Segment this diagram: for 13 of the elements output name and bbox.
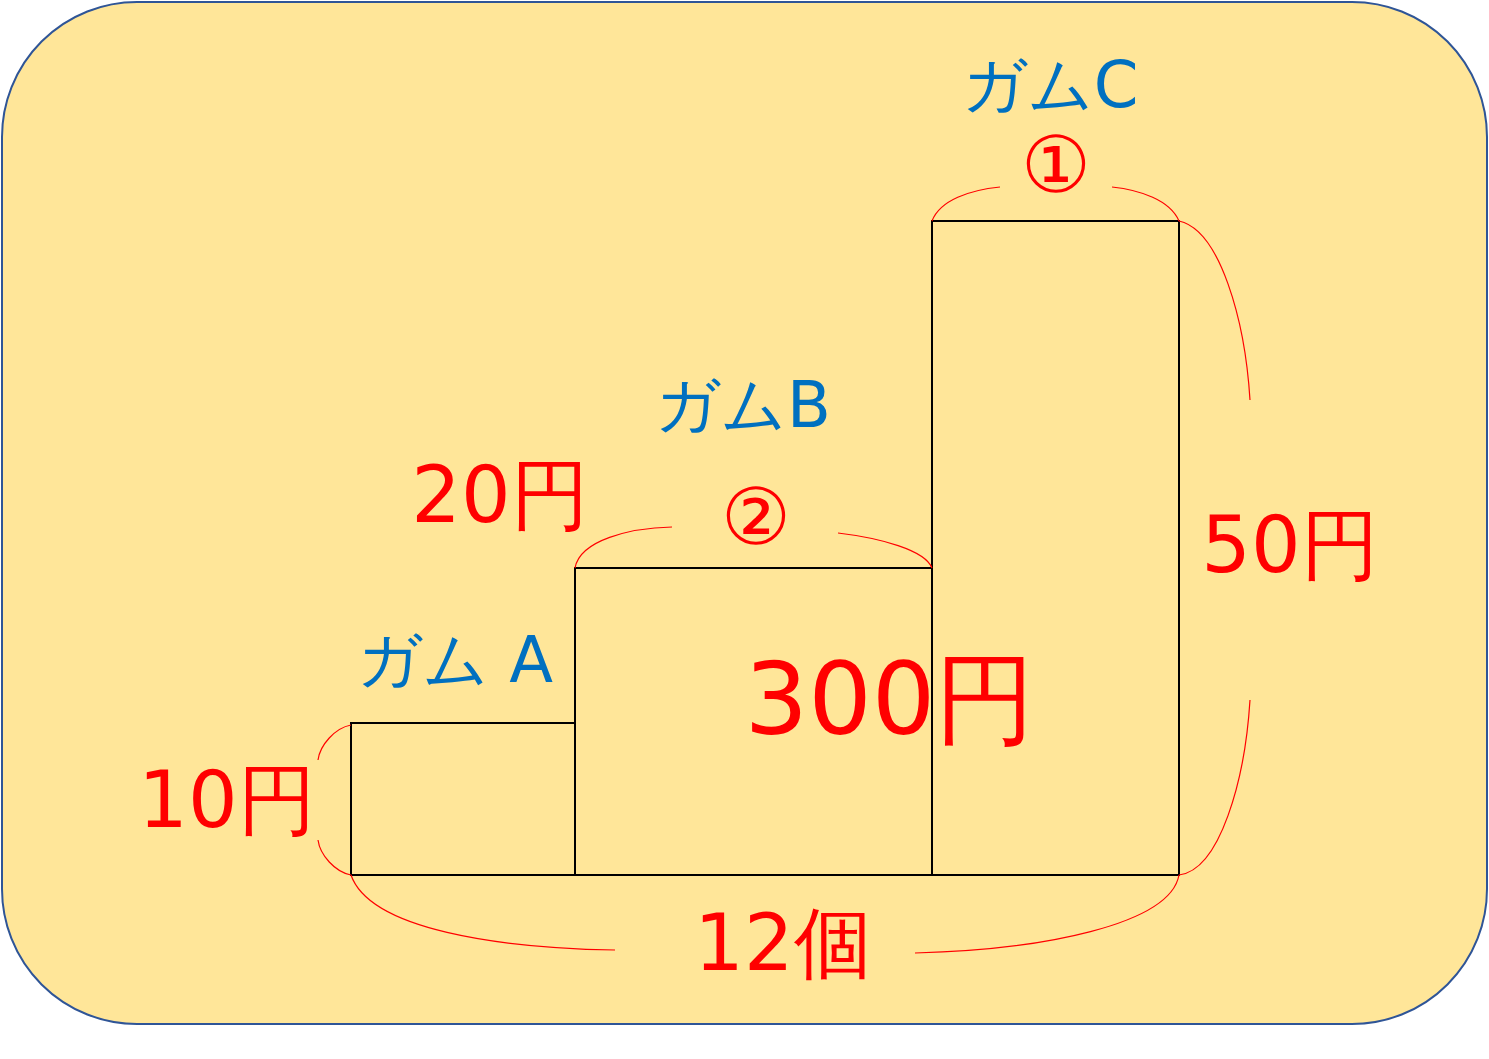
- bar-rectangle: [931, 220, 1180, 876]
- item-name: ガム A: [356, 628, 554, 692]
- unit-price: 50円: [1201, 506, 1379, 584]
- total-price: 300円: [744, 650, 1036, 750]
- unit-price: 10円: [138, 761, 316, 839]
- item-name: ガムB: [655, 373, 831, 437]
- bar-rectangle: [574, 567, 933, 876]
- item-name: ガムC: [961, 53, 1139, 117]
- bar-rectangle: [350, 722, 576, 876]
- step-number: ①: [1021, 126, 1091, 204]
- total-count: 12個: [694, 904, 872, 982]
- unit-price: 20円: [411, 456, 589, 534]
- step-number: ②: [721, 478, 791, 556]
